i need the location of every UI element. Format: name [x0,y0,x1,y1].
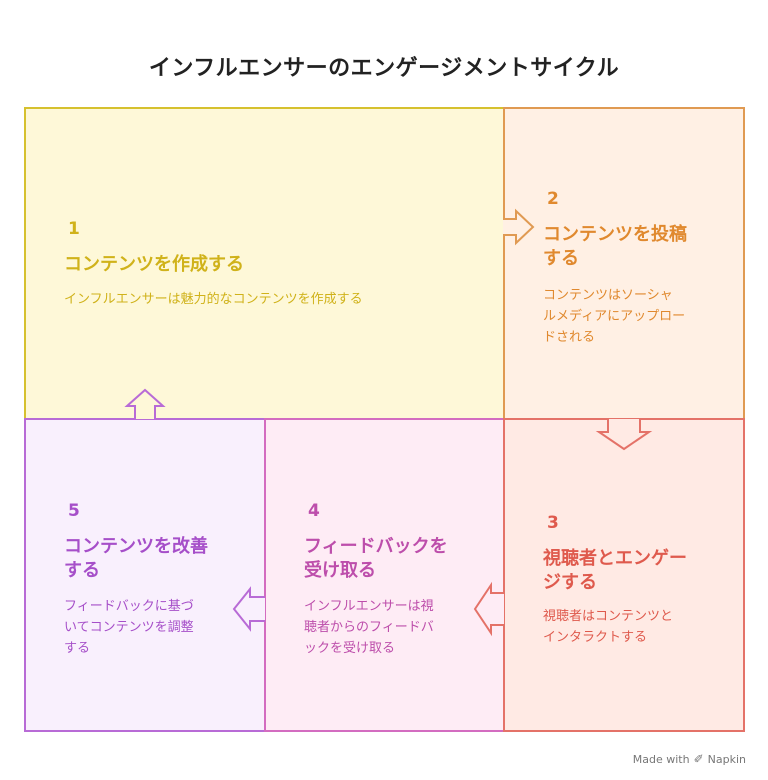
step-3-desc-line: インタラクトする [543,630,648,645]
step-1-desc-line: インフルエンサーは魅力的なコンテンツを作成する [64,292,363,307]
step-4-description: インフルエンサーは視 聴者からのフィードバ ックを受け取る [304,596,434,659]
step-3-desc-line: 視聴者はコンテンツと [543,609,674,624]
step-4-desc-line: 聴者からのフィードバ [304,620,434,635]
step-5-heading-line: コンテンツを改善 [64,536,208,557]
step-1-number: 1 [68,219,80,239]
step-5-desc-line: フィードバックに基づ [64,599,194,614]
step-5-box: 5 コンテンツを改善 する フィードバックに基づ いてコンテンツを調整 する [24,418,266,732]
step-3-description: 視聴者はコンテンツと インタラクトする [543,606,673,648]
step-3-heading-line: 視聴者とエンゲー [543,548,687,569]
step-1-heading: コンテンツを作成する [64,253,244,277]
step-4-heading: フィードバックを 受け取る [304,535,448,583]
step-4-heading-line: 受け取る [304,560,376,581]
step-2-number: 2 [547,189,559,209]
step-1-box: 1 コンテンツを作成する インフルエンサーは魅力的なコンテンツを作成する [24,107,505,420]
step-3-number: 3 [547,513,559,533]
arrow-left-icon [232,586,265,632]
step-5-desc-line: する [64,641,91,656]
arrow-up-icon [124,388,166,419]
step-4-number: 4 [308,501,320,521]
step-5-desc-line: いてコンテンツを調整 [64,620,194,635]
step-4-box: 4 フィードバックを 受け取る インフルエンサーは視 聴者からのフィードバ ック… [264,418,505,732]
arrow-down-icon [595,419,653,451]
step-5-heading-line: する [64,560,100,581]
step-4-heading-line: フィードバックを [304,536,448,557]
diagram-title: インフルエンサーのエンゲージメントサイクル [148,56,620,81]
step-2-desc-line: ルメディアにアップロー [543,309,686,324]
step-4-desc-line: インフルエンサーは視 [304,599,434,614]
step-2-desc-line: コンテンツはソーシャ [543,288,673,303]
step-1-description: インフルエンサーは魅力的なコンテンツを作成する [64,289,363,310]
step-3-heading-line: ジする [543,572,597,593]
step-1-heading-line: コンテンツを作成する [64,254,244,275]
step-4-desc-line: ックを受け取る [304,641,396,656]
napkin-logo-icon: ✐ [693,752,704,766]
step-2-desc-line: ドされる [543,330,596,345]
step-2-box: 2 コンテンツを投稿 する コンテンツはソーシャ ルメディアにアップロー ドされ… [503,107,745,420]
step-5-number: 5 [68,501,80,521]
arrow-left-icon [473,581,504,637]
step-2-heading-line: する [543,248,579,269]
arrow-right-icon [503,208,535,246]
step-2-heading: コンテンツを投稿 する [543,223,687,271]
step-3-box: 3 視聴者とエンゲー ジする 視聴者はコンテンツと インタラクトする [503,418,745,732]
step-2-heading-line: コンテンツを投稿 [543,224,687,245]
footer-made-with: Made with [632,752,690,766]
footer-brand: Napkin [707,752,746,766]
step-5-description: フィードバックに基づ いてコンテンツを調整 する [64,596,194,659]
step-5-heading: コンテンツを改善 する [64,535,208,583]
step-2-description: コンテンツはソーシャ ルメディアにアップロー ドされる [543,285,685,348]
footer-credit: Made with ✐ Napkin [633,752,746,766]
step-3-heading: 視聴者とエンゲー ジする [543,547,687,595]
